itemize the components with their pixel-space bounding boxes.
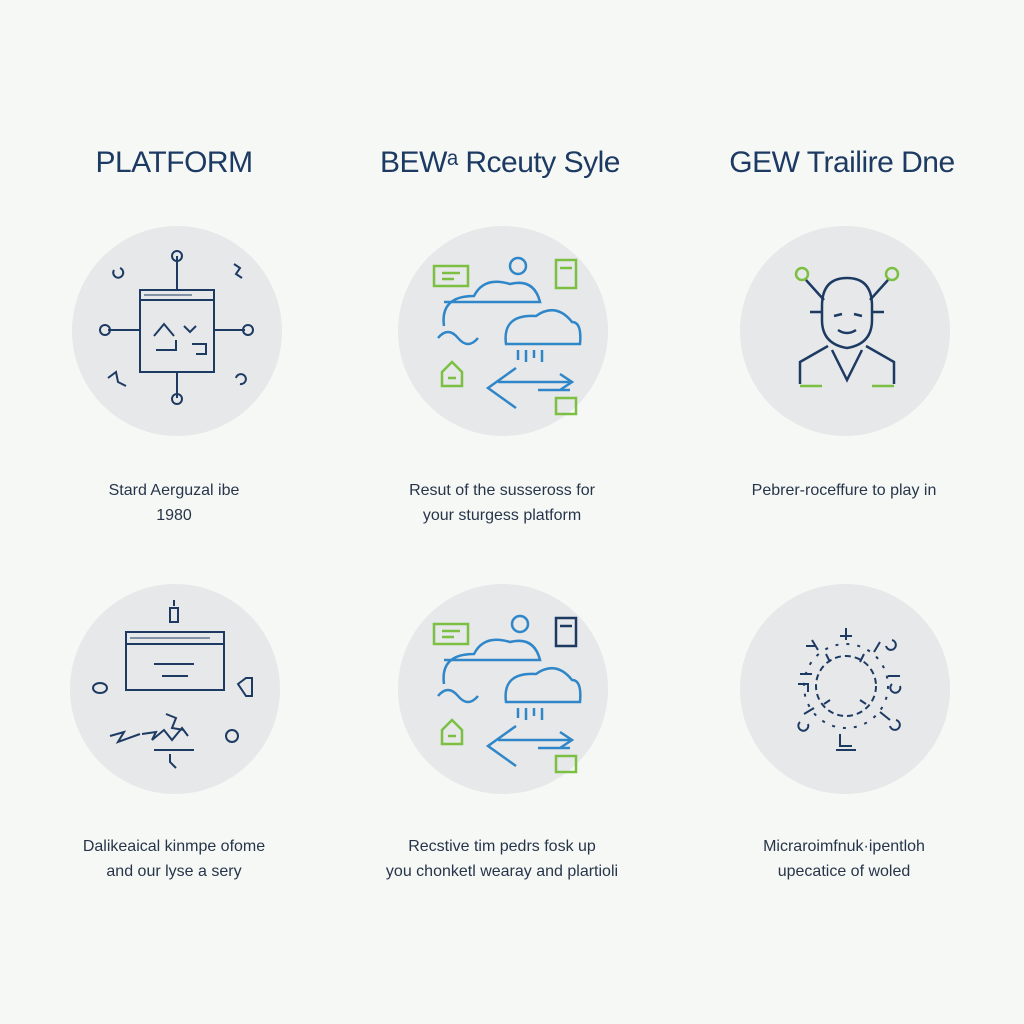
- caption-line: Dalikeaical kinmpe ofome: [82, 838, 266, 855]
- feature-tile-5[interactable]: [398, 584, 608, 794]
- feature-tile-1[interactable]: [72, 226, 282, 436]
- feature-caption-6: Micraroimfnuk·ipentloh upecatice of wole…: [684, 834, 1004, 884]
- feature-tile-6[interactable]: [740, 584, 950, 794]
- robot-head-icon: [794, 266, 900, 388]
- cloud-sync-icon: [432, 614, 582, 774]
- gear-network-icon: [797, 628, 902, 751]
- caption-line: Stard Aerguzal ibe: [108, 482, 240, 499]
- browser-window-tools-icon: [92, 600, 253, 769]
- column-heading-platform: PLATFORM: [95, 146, 253, 179]
- feature-caption-3: Pebrer-roceffure to play in: [684, 478, 1004, 503]
- feature-tile-3[interactable]: [740, 226, 950, 436]
- feature-caption-4: Dalikeaical kinmpe ofome and our lyse a …: [14, 834, 334, 884]
- column-heading-trailire: GEW Trailire Dne: [729, 146, 955, 179]
- feature-tile-4[interactable]: [70, 584, 280, 794]
- feature-tile-2[interactable]: [398, 226, 608, 436]
- caption-line: 1980: [156, 507, 192, 524]
- feature-caption-1: Stard Aerguzal ibe 1980: [14, 478, 334, 528]
- caption-line: Pebrer-roceffure to play in: [751, 482, 937, 499]
- caption-line: Recstive tim pedrs fosk up: [408, 838, 596, 855]
- feature-caption-2: Resut of the susseross for your sturgess…: [342, 478, 662, 528]
- caption-line: Micraroimfnuk·ipentloh: [763, 838, 925, 855]
- circuit-chip-icon: [99, 250, 254, 405]
- column-heading-rceuty: BEWᵃ Rceuty Syle: [380, 146, 620, 179]
- caption-line: you chonketl wearay and plartioli: [385, 863, 619, 880]
- caption-line: upecatice of woled: [777, 863, 911, 880]
- caption-line: your sturgess platform: [422, 507, 582, 524]
- caption-line: and our lyse a sery: [106, 863, 242, 880]
- feature-caption-5: Recstive tim pedrs fosk up you chonketl …: [342, 834, 662, 884]
- caption-line: Resut of the susseross for: [409, 482, 595, 499]
- cloud-sync-icon: [432, 256, 582, 416]
